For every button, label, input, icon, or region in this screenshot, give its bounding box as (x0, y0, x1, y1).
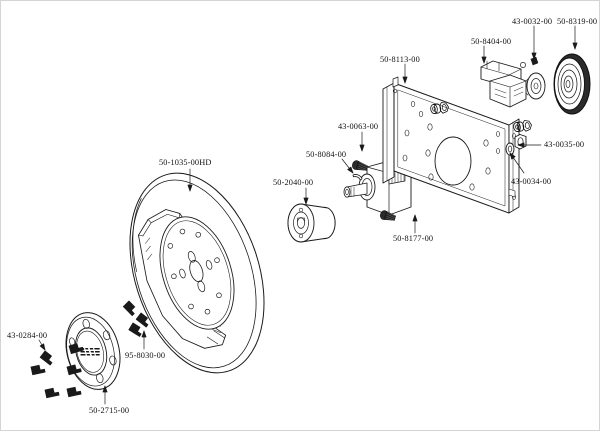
part-hub-flange (65, 312, 121, 390)
part-mount-plate (382, 76, 520, 214)
leader-arrow-hex-nut (517, 142, 525, 148)
leader-arrow-mounting-bracket-plate (402, 76, 408, 84)
label-flange-cover-bolt: 43-0284-00 (7, 331, 48, 340)
label-drive-pulley: 50-8319-00 (557, 17, 598, 26)
label-hub-socket-bolt: 95-8030-00 (125, 351, 166, 360)
part-drive-pulley (553, 53, 591, 115)
label-pump-motor-bracket: 50-8404-00 (471, 37, 512, 46)
label-caliper-mounting-bolt-lower: 50-8177-00 (393, 234, 434, 243)
leader-arrow-hub-socket-bolt (141, 330, 147, 338)
label-caliper-mounting-bolt-upper: 43-0063-00 (338, 122, 379, 131)
part-brake-rotor (129, 172, 265, 374)
label-hub-flange-cover: 50-2715-00 (89, 406, 130, 415)
part-washer-flat (505, 142, 515, 156)
part-drive-coupler (287, 203, 336, 243)
leader-lines (38, 25, 578, 405)
leader-arrow-flange-cover-bolt (39, 343, 46, 351)
part-woodruff-key (352, 174, 363, 181)
part-pump-assembly (480, 56, 546, 108)
label-mounting-bracket-plate: 50-8113-00 (380, 55, 420, 64)
part-caliper-body (343, 160, 412, 216)
leader-arrow-drive-coupler-hub (303, 197, 309, 205)
leader-arrow-pump-fastener (531, 52, 537, 60)
label-pump-fastener: 43-0032-00 (512, 17, 553, 26)
leader-arrow-woodruff-key (347, 166, 354, 174)
leader-arrow-brake-rotor-disc (187, 184, 193, 192)
leader-arrow-drive-pulley (572, 42, 578, 50)
label-drive-coupler-hub: 50-2040-00 (273, 178, 314, 187)
leader-arrow-pump-motor-bracket (481, 56, 487, 64)
leader-arrow-flat-washer (509, 152, 516, 160)
part-caliper-bolt-upper (350, 159, 369, 174)
part-flange-bolts (29, 342, 85, 401)
leader-arrow-caliper-mounting-bolt-upper (359, 144, 365, 152)
leader-arrow-hub-flange-cover (102, 385, 108, 393)
label-flat-washer: 43-0034-00 (511, 177, 552, 186)
label-woodruff-key: 50-8084-00 (306, 150, 347, 159)
leader-arrow-caliper-mounting-bolt-lower (412, 214, 418, 222)
label-brake-rotor-disc: 50-1035-00HD (159, 158, 212, 167)
label-hex-nut: 43-0035-00 (544, 140, 585, 149)
